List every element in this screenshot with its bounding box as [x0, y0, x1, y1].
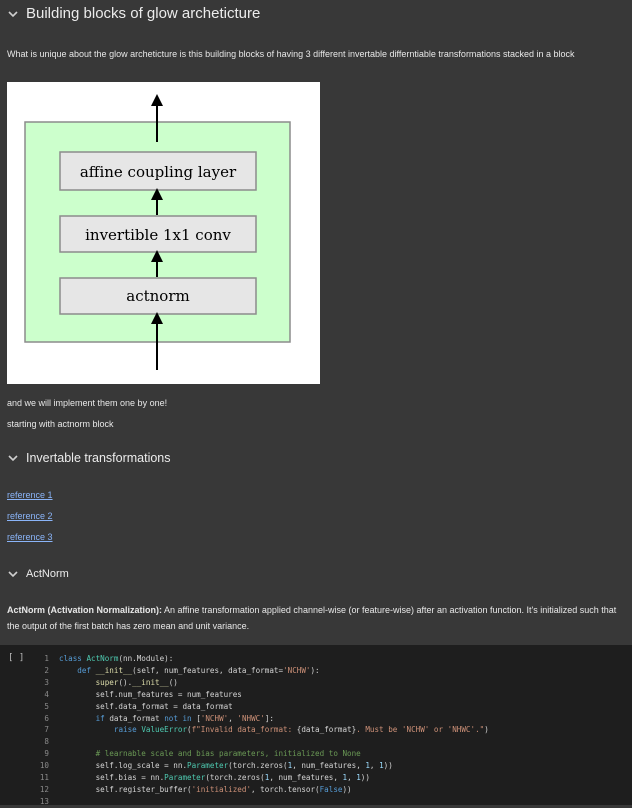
- chevron-down-icon[interactable]: [6, 567, 20, 581]
- intro-paragraph: What is unique about the glow archetictu…: [7, 49, 575, 59]
- invertible-conv-box: [59, 215, 257, 253]
- run-cell-button[interactable]: [ ]: [8, 653, 25, 663]
- layer-label-affine: affine coupling layer: [80, 163, 237, 181]
- affine-coupling-box: [59, 151, 257, 191]
- reference-link-2[interactable]: reference 2: [7, 511, 53, 521]
- starting-paragraph: starting with actnorm block: [7, 419, 114, 429]
- layer-label-conv: invertible 1x1 conv: [85, 226, 231, 244]
- layer-label-actnorm: actnorm: [126, 287, 189, 305]
- implement-paragraph: and we will implement them one by one!: [7, 398, 168, 408]
- section-header-invertible[interactable]: Invertable transformations: [6, 451, 171, 465]
- actnorm-description-text: An affine transformation applied channel…: [7, 605, 617, 631]
- section-title: ActNorm: [26, 568, 69, 580]
- section-title: Invertable transformations: [26, 451, 171, 465]
- section-header-building-blocks[interactable]: Building blocks of glow archeticture: [6, 5, 260, 22]
- chevron-down-icon[interactable]: [6, 7, 20, 21]
- actnorm-description: ActNorm (Activation Normalization): An a…: [7, 602, 622, 634]
- diagram-svg: affine coupling layer invertible 1x1 con…: [24, 94, 291, 370]
- glow-block-diagram: affine coupling layer invertible 1x1 con…: [7, 82, 320, 384]
- section-title: Building blocks of glow archeticture: [26, 5, 261, 22]
- section-header-actnorm[interactable]: ActNorm: [6, 567, 69, 581]
- actnorm-bold-term: ActNorm (Activation Normalization):: [7, 605, 163, 615]
- reference-link-1[interactable]: reference 1: [7, 490, 53, 500]
- reference-link-3[interactable]: reference 3: [7, 532, 53, 542]
- chevron-down-icon[interactable]: [6, 451, 20, 465]
